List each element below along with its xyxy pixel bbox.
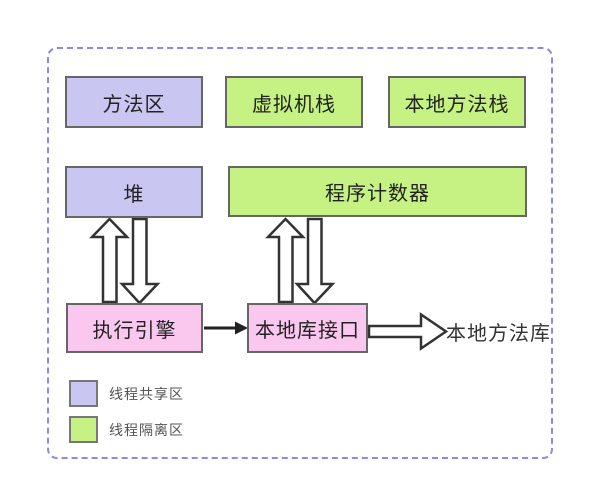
shared-color-swatch bbox=[69, 380, 98, 407]
execution-engine-box: 执行引擎 bbox=[66, 303, 203, 353]
native-method-stack-box: 本地方法栈 bbox=[388, 76, 526, 128]
heap-label: 堆 bbox=[123, 183, 145, 206]
shared-legend-label: 线程共享区 bbox=[109, 385, 184, 402]
method-area-box: 方法区 bbox=[65, 76, 203, 128]
heap-box: 堆 bbox=[65, 166, 203, 218]
legend-item-isolated: 线程隔离区 bbox=[69, 416, 184, 443]
vm-stack-label: 虚拟机栈 bbox=[252, 93, 336, 116]
native-library-interface-label: 本地库接口 bbox=[255, 319, 360, 342]
isolated-legend-label: 线程隔离区 bbox=[109, 421, 184, 438]
program-counter-label: 程序计数器 bbox=[325, 183, 430, 205]
execution-engine-label: 执行引擎 bbox=[92, 319, 177, 342]
legend-item-shared: 线程共享区 bbox=[69, 380, 184, 407]
native-method-library-text: 本地方法库 bbox=[446, 323, 551, 345]
program-counter-box: 程序计数器 bbox=[228, 166, 527, 217]
isolated-color-swatch bbox=[69, 416, 98, 443]
native-library-interface-box: 本地库接口 bbox=[247, 303, 368, 353]
vm-stack-box: 虚拟机栈 bbox=[225, 76, 363, 128]
method-area-label: 方法区 bbox=[102, 93, 166, 116]
native-method-library-label: 本地方法库 bbox=[446, 319, 551, 345]
native-method-stack-label: 本地方法栈 bbox=[404, 93, 510, 116]
dashed-boundary-frame bbox=[47, 47, 553, 459]
